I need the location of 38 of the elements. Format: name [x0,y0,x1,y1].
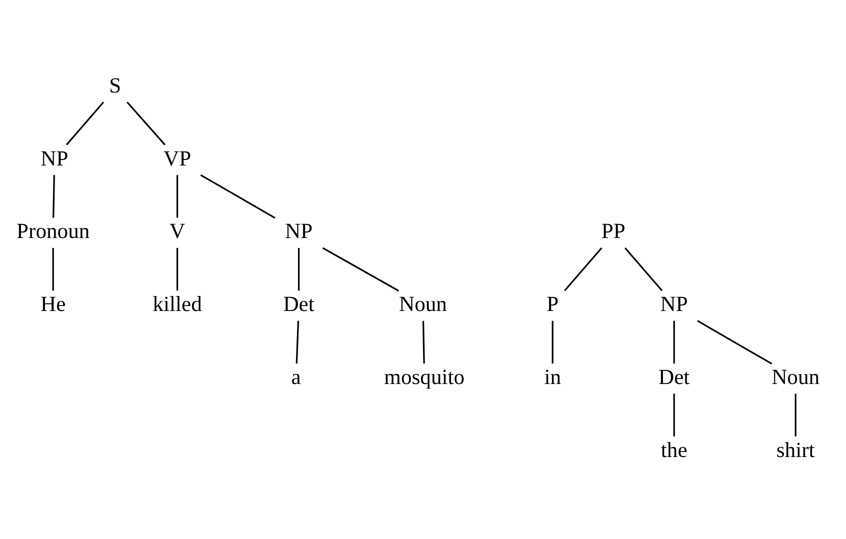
node-text: Noun [399,292,447,316]
node-text: shirt [776,438,815,462]
node-text: mosquito [384,364,465,389]
connector [298,248,300,291]
connector [564,247,602,292]
node-text: Noun [772,364,820,389]
connector [624,247,663,292]
node-text: V [169,219,186,244]
connector [322,247,400,292]
connector [176,248,178,291]
node-text: PP [601,219,626,244]
connector [422,320,425,364]
node-text: NP [284,219,313,244]
connector [52,248,54,291]
node-text: Det [658,364,690,389]
connector [176,175,178,218]
node-text: S [109,73,122,98]
node-text: NP [660,292,688,316]
node-text: killed [152,292,202,316]
connector [697,320,772,364]
node-text: in [544,364,561,389]
node-text: VP [163,146,192,170]
node-text: Det [283,292,314,316]
connector [52,175,55,218]
connector [126,102,166,146]
connector [66,102,104,146]
node-text: P [546,292,559,316]
node-text: Pronoun [16,219,90,244]
connector [673,320,675,364]
node-text: a [291,364,301,389]
node-text: the [660,438,688,462]
connector [794,394,796,436]
connector [673,394,675,436]
connector [552,320,554,364]
node-text: NP [40,146,68,170]
connector [296,320,300,364]
node-text: He [40,292,66,316]
connector [200,174,276,219]
